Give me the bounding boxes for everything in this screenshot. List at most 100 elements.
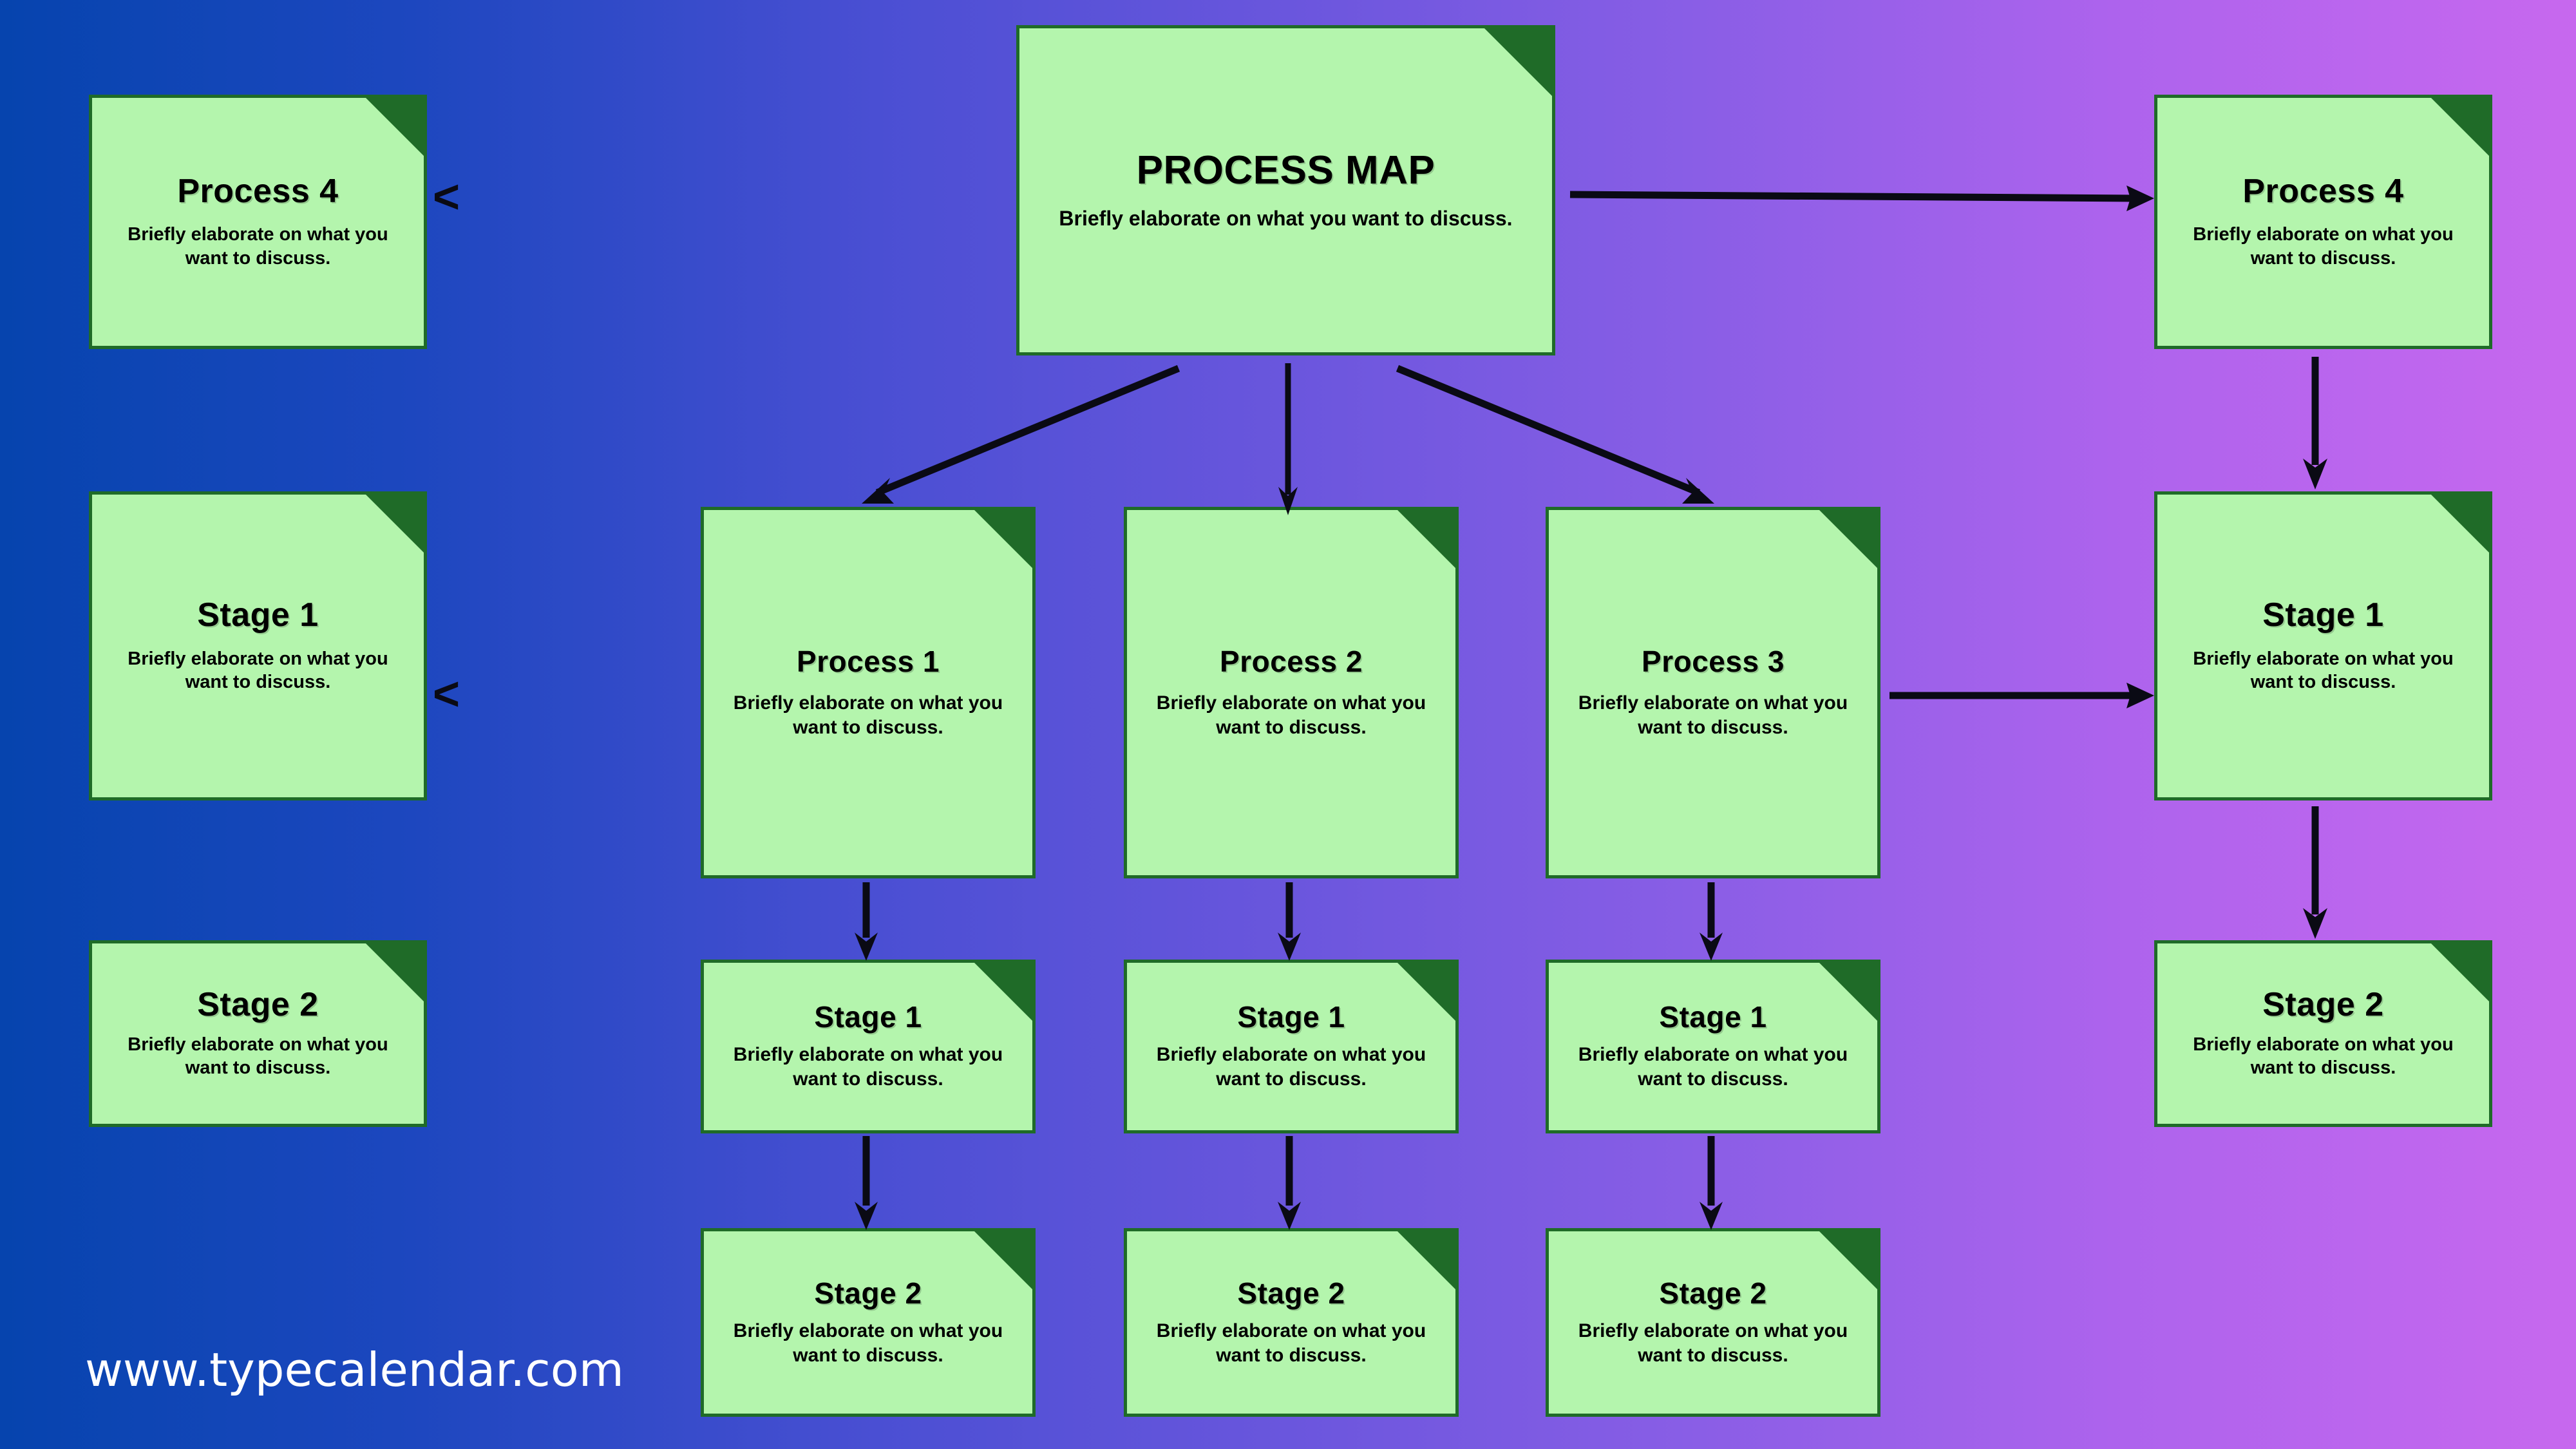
card-body: Briefly elaborate on what you want to di… bbox=[733, 692, 1003, 738]
card-right-border bbox=[1032, 1289, 1036, 1417]
arrow-root-to-process-1 bbox=[850, 361, 1191, 515]
card-process-3-stage-2[interactable]: Stage 2 Briefly elaborate on what you wa… bbox=[1546, 1228, 1880, 1417]
card-process-1[interactable]: Process 1 Briefly elaborate on what you … bbox=[701, 507, 1036, 878]
folded-corner-icon bbox=[971, 507, 1036, 571]
chevron-left-icon: < bbox=[433, 171, 460, 223]
card-top-border bbox=[1016, 25, 1484, 28]
card-title: Process 4 bbox=[2242, 172, 2404, 210]
arrow-right-stage-1-to-stage-2 bbox=[2299, 804, 2331, 942]
card-left-process-4[interactable]: Process 4 Briefly elaborate on what you … bbox=[89, 95, 427, 349]
card-body: Briefly elaborate on what you want to di… bbox=[1156, 692, 1426, 738]
arrow-stage-1-to-stage-2-col-3 bbox=[1695, 1135, 1727, 1233]
card-top-border bbox=[1124, 1228, 1397, 1231]
card-right-border bbox=[1877, 1289, 1880, 1417]
card-body: Briefly elaborate on what you want to di… bbox=[1059, 206, 1513, 230]
card-top-border bbox=[2154, 940, 2431, 943]
card-body: Briefly elaborate on what you want to di… bbox=[1578, 692, 1848, 738]
watermark-url: www.typecalendar.com bbox=[85, 1343, 624, 1397]
card-right-border bbox=[1455, 568, 1459, 878]
card-right-stage-1[interactable]: Stage 1 Briefly elaborate on what you wa… bbox=[2154, 491, 2492, 800]
folded-corner-icon bbox=[1816, 960, 1880, 1024]
card-title: Stage 1 bbox=[197, 596, 319, 634]
card-title: Stage 1 bbox=[2262, 596, 2384, 634]
card-body: Briefly elaborate on what you want to di… bbox=[1156, 1044, 1426, 1090]
card-title: Stage 2 bbox=[2262, 986, 2384, 1024]
card-body: Briefly elaborate on what you want to di… bbox=[1578, 1320, 1848, 1366]
card-right-border bbox=[1455, 1289, 1459, 1417]
card-top-border bbox=[701, 507, 974, 510]
folded-corner-icon bbox=[2428, 491, 2492, 556]
card-top-border bbox=[89, 940, 366, 943]
card-top-border bbox=[1546, 960, 1819, 963]
card-body: Briefly elaborate on what you want to di… bbox=[1156, 1320, 1426, 1366]
card-body: Briefly elaborate on what you want to di… bbox=[128, 648, 388, 693]
card-left-stage-1[interactable]: Stage 1 Briefly elaborate on what you wa… bbox=[89, 491, 427, 800]
arrow-root-to-process-3 bbox=[1385, 361, 1726, 515]
card-right-border bbox=[2489, 156, 2492, 349]
card-body: Briefly elaborate on what you want to di… bbox=[128, 224, 388, 269]
card-body: Briefly elaborate on what you want to di… bbox=[2193, 224, 2454, 269]
card-top-border bbox=[2154, 95, 2431, 98]
card-process-1-stage-2[interactable]: Stage 2 Briefly elaborate on what you wa… bbox=[701, 1228, 1036, 1417]
card-title: Stage 1 bbox=[1237, 1000, 1345, 1034]
folded-corner-icon bbox=[2428, 95, 2492, 159]
folded-corner-icon bbox=[363, 95, 427, 159]
card-process-3-stage-1[interactable]: Stage 1 Briefly elaborate on what you wa… bbox=[1546, 960, 1880, 1133]
card-title: Process 2 bbox=[1220, 644, 1363, 678]
card-top-border bbox=[701, 1228, 974, 1231]
card-right-border bbox=[1877, 1021, 1880, 1133]
card-title: Process 4 bbox=[177, 172, 339, 210]
arrow-root-to-right-process-4 bbox=[1565, 174, 2164, 219]
card-right-border bbox=[424, 553, 427, 800]
card-title: Process 3 bbox=[1642, 644, 1785, 678]
folded-corner-icon bbox=[971, 1228, 1036, 1293]
card-process-3[interactable]: Process 3 Briefly elaborate on what you … bbox=[1546, 507, 1880, 878]
card-top-border bbox=[2154, 491, 2431, 495]
card-right-border bbox=[2489, 1001, 2492, 1127]
card-title: Stage 1 bbox=[814, 1000, 922, 1034]
arrow-right-process-4-to-stage-1 bbox=[2299, 354, 2331, 493]
folded-corner-icon bbox=[363, 940, 427, 1005]
folded-corner-icon bbox=[363, 491, 427, 556]
card-title: PROCESS MAP bbox=[1136, 147, 1435, 193]
card-right-border bbox=[2489, 553, 2492, 800]
arrow-stage-1-to-stage-2-col-1 bbox=[850, 1135, 882, 1233]
card-body: Briefly elaborate on what you want to di… bbox=[2193, 1034, 2454, 1079]
card-process-2[interactable]: Process 2 Briefly elaborate on what you … bbox=[1124, 507, 1459, 878]
folded-corner-icon bbox=[1394, 960, 1459, 1024]
card-process-1-stage-1[interactable]: Stage 1 Briefly elaborate on what you wa… bbox=[701, 960, 1036, 1133]
folded-corner-icon bbox=[1816, 507, 1880, 571]
card-right-border bbox=[424, 156, 427, 349]
card-process-map[interactable]: PROCESS MAP Briefly elaborate on what yo… bbox=[1016, 25, 1555, 355]
card-process-2-stage-1[interactable]: Stage 1 Briefly elaborate on what you wa… bbox=[1124, 960, 1459, 1133]
card-top-border bbox=[89, 95, 366, 98]
card-body: Briefly elaborate on what you want to di… bbox=[733, 1320, 1003, 1366]
arrow-process-3-to-stage-1 bbox=[1695, 881, 1727, 963]
card-body: Briefly elaborate on what you want to di… bbox=[733, 1044, 1003, 1090]
card-title: Stage 2 bbox=[1659, 1276, 1767, 1310]
card-title: Stage 2 bbox=[197, 986, 319, 1024]
arrow-process-3-to-right-stage-1 bbox=[1887, 676, 2164, 715]
card-title: Process 1 bbox=[797, 644, 940, 678]
arrow-stage-1-to-stage-2-col-2 bbox=[1273, 1135, 1305, 1233]
card-title: Stage 2 bbox=[1237, 1276, 1345, 1310]
card-left-stage-2[interactable]: Stage 2 Briefly elaborate on what you wa… bbox=[89, 940, 427, 1127]
card-right-border bbox=[1455, 1021, 1459, 1133]
folded-corner-icon bbox=[1481, 25, 1555, 99]
folded-corner-icon bbox=[2428, 940, 2492, 1005]
folded-corner-icon bbox=[1816, 1228, 1880, 1293]
card-body: Briefly elaborate on what you want to di… bbox=[2193, 648, 2454, 693]
card-body: Briefly elaborate on what you want to di… bbox=[128, 1034, 388, 1079]
arrow-root-to-process-2 bbox=[1272, 361, 1304, 518]
card-right-border bbox=[1032, 568, 1036, 878]
card-top-border bbox=[1124, 960, 1397, 963]
arrow-process-1-to-stage-1 bbox=[850, 881, 882, 963]
card-right-process-4[interactable]: Process 4 Briefly elaborate on what you … bbox=[2154, 95, 2492, 349]
folded-corner-icon bbox=[971, 960, 1036, 1024]
arrow-process-2-to-stage-1 bbox=[1273, 881, 1305, 963]
card-process-2-stage-2[interactable]: Stage 2 Briefly elaborate on what you wa… bbox=[1124, 1228, 1459, 1417]
card-right-border bbox=[1877, 568, 1880, 878]
card-right-border bbox=[1552, 81, 1555, 355]
card-right-stage-2[interactable]: Stage 2 Briefly elaborate on what you wa… bbox=[2154, 940, 2492, 1127]
